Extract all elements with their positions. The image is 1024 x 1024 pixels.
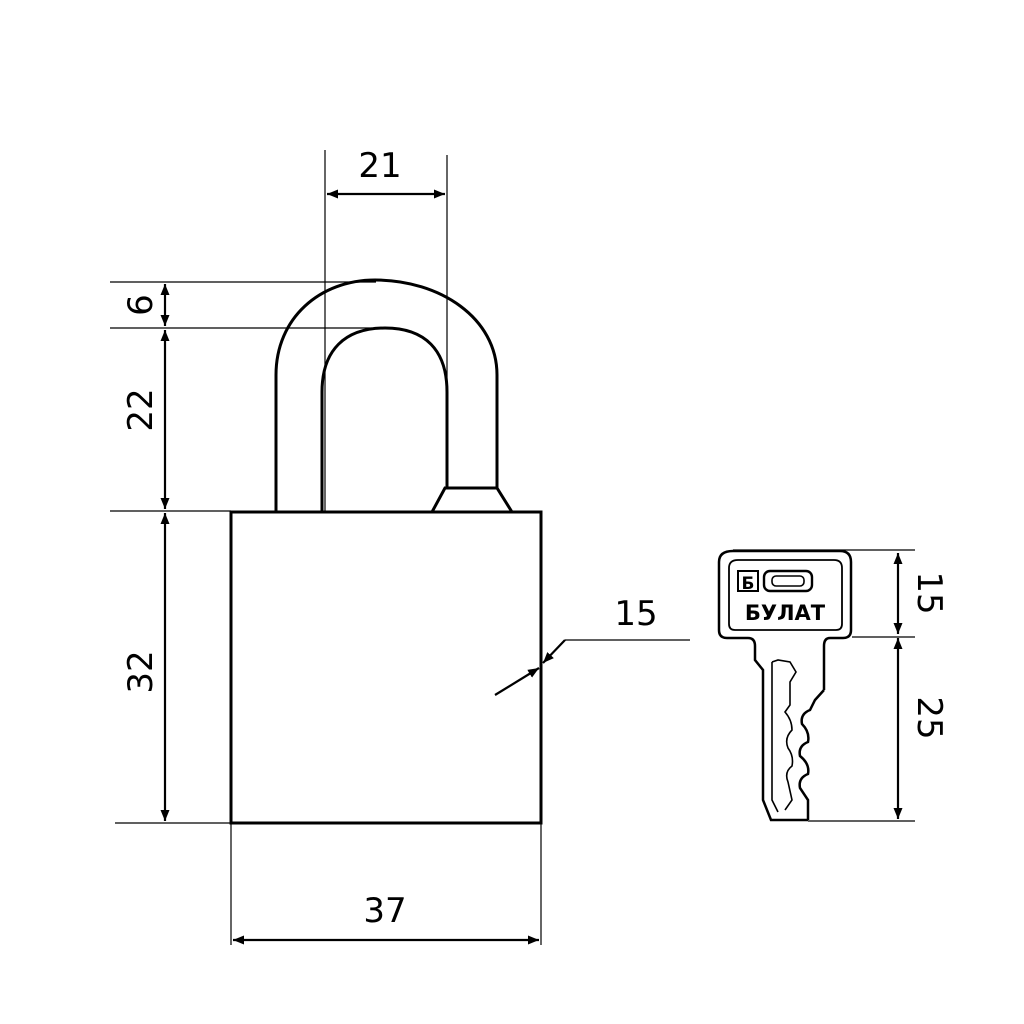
key-head-inner (728, 559, 843, 631)
dimension-lines (160, 189, 903, 945)
dim-label-6: 6 (121, 294, 161, 316)
dim-label-37: 37 (363, 891, 406, 931)
dim-label-key-15: 15 (909, 571, 949, 614)
dim-label-32: 32 (121, 650, 161, 693)
dim-label-22: 22 (121, 388, 161, 431)
extension-lines (110, 150, 690, 945)
dim-label-21: 21 (358, 146, 401, 186)
key-brand-logo-icon: Б (737, 569, 814, 594)
key-blade (798, 689, 825, 820)
key-brand-label: БУЛАТ (745, 601, 826, 625)
key-extension-lines (733, 549, 915, 822)
key (717, 549, 853, 822)
lock-body (229, 510, 543, 825)
dim-line-15-body-a (494, 667, 540, 696)
dim-label-key-25: 25 (909, 696, 949, 739)
shackle-collar (430, 486, 514, 513)
shackle-inner (320, 326, 449, 512)
padlock (229, 278, 543, 825)
key-blade-ridge (771, 659, 797, 811)
key-head-outer (717, 549, 853, 822)
dim-label-15-body: 15 (614, 594, 657, 634)
shackle-outer (274, 278, 499, 512)
key-blade-groove (771, 662, 779, 813)
key-logo-letter: Б (742, 574, 755, 594)
dim-line-15-body-b (542, 639, 566, 664)
